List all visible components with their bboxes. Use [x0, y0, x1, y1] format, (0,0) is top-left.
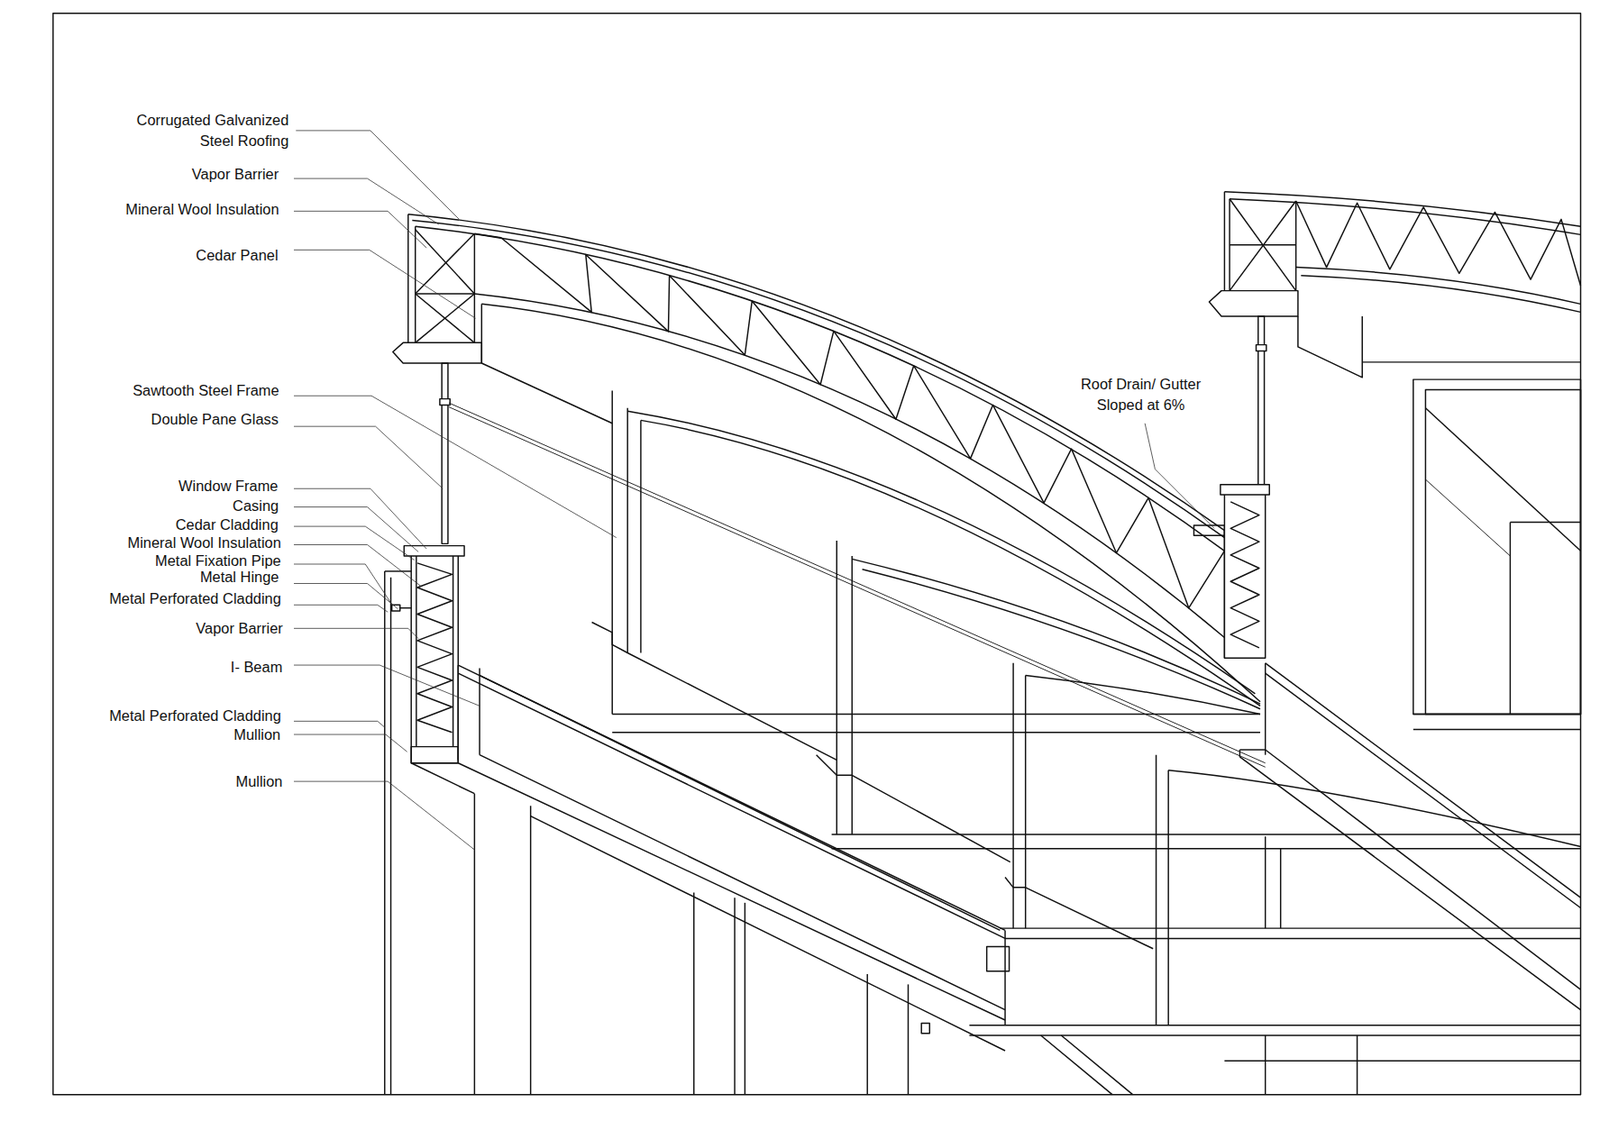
- part-label: Cedar Cladding: [175, 516, 279, 533]
- part-label: Metal Fixation Pipe: [155, 553, 282, 570]
- part-label: Window Frame: [178, 477, 278, 494]
- part-label: Corrugated Galvanized Steel Roofing: [113, 109, 290, 151]
- part-label: Casing: [232, 497, 279, 514]
- part-label: Vapor Barrier: [195, 620, 283, 637]
- part-label: Mineral Wool Insulation: [128, 534, 282, 551]
- part-label: Metal Perforated Cladding: [109, 708, 282, 725]
- part-label: I- Beam: [230, 658, 283, 676]
- part-label: Mineral Wool Insulation: [125, 201, 279, 218]
- part-label: Mullion: [233, 726, 281, 743]
- part-label: Mullion: [235, 773, 283, 790]
- part-label: Metal Hinge: [200, 569, 280, 586]
- part-label: Vapor Barrier: [192, 166, 279, 183]
- part-label: Metal Perforated Cladding: [109, 590, 282, 607]
- part-label: Sawtooth Steel Frame: [132, 383, 279, 400]
- part-label: Double Pane Glass: [151, 411, 279, 428]
- part-label: Roof Drain/ Gutter Sloped at 6%: [1064, 374, 1218, 415]
- part-label: Cedar Panel: [195, 246, 278, 264]
